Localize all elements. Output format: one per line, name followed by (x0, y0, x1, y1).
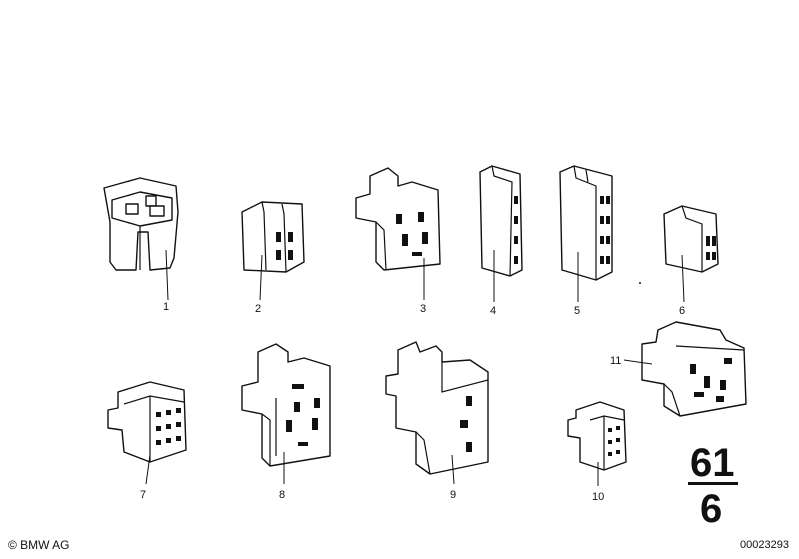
part-1-label: 1 (163, 301, 169, 313)
part-11-label: 11 (610, 355, 621, 367)
part-2-label: 2 (255, 303, 261, 315)
part-5-connector[interactable] (559, 165, 613, 302)
part-7-connector[interactable] (107, 381, 187, 485)
part-10-connector[interactable] (567, 401, 627, 486)
part-6-connector[interactable] (639, 205, 719, 303)
group-number-top: 61 (690, 441, 735, 485)
part-3-label: 3 (420, 303, 426, 315)
copyright-text: © BMW AG (8, 538, 70, 552)
group-number-bottom: 6 (700, 487, 722, 531)
part-1-connector[interactable] (103, 177, 179, 301)
part-6-label: 6 (679, 305, 685, 317)
group-number: 61 6 (688, 441, 738, 531)
part-9-label: 9 (450, 489, 456, 501)
part-2-connector[interactable] (241, 201, 305, 301)
part-10-label: 10 (592, 491, 604, 503)
part-9-connector[interactable] (385, 341, 489, 485)
part-8-connector[interactable] (241, 343, 331, 484)
part-5-label: 5 (574, 305, 580, 317)
part-11-connector[interactable] (623, 321, 747, 417)
part-4-label: 4 (490, 305, 496, 317)
group-number-divider (688, 482, 738, 485)
part-4-connector[interactable] (479, 165, 523, 302)
part-8-label: 8 (279, 489, 285, 501)
part-3-connector[interactable] (355, 167, 441, 300)
part-7-label: 7 (140, 489, 146, 501)
image-number: 00023293 (740, 539, 789, 551)
